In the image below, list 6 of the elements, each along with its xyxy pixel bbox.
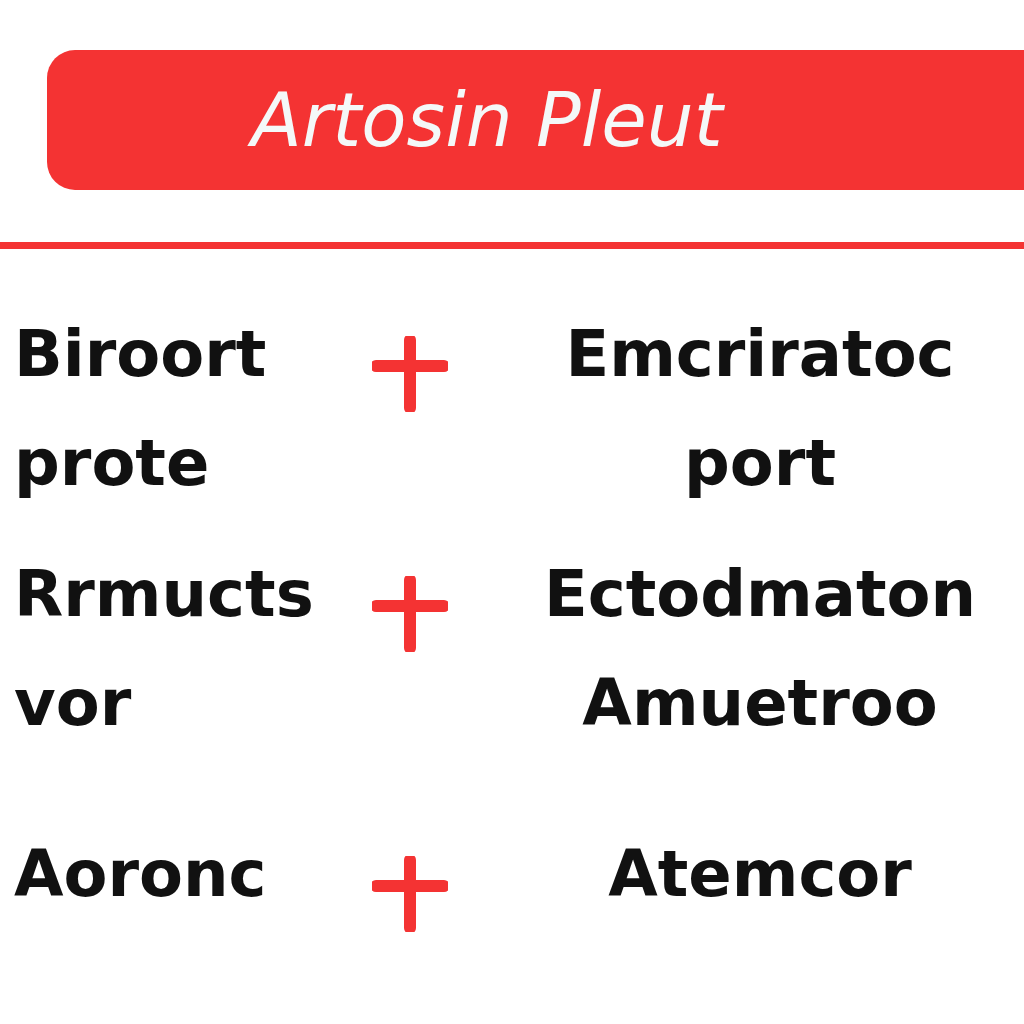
table-text: Rrmucts vor bbox=[14, 556, 315, 742]
table-text: Aoronc bbox=[14, 836, 268, 913]
table-text: Biroort prote bbox=[14, 316, 268, 502]
table-text: Atemcor bbox=[607, 836, 913, 913]
table-text: Ectodmaton Amuetroo bbox=[543, 556, 977, 742]
table-text: Emcriratoc port bbox=[564, 316, 956, 502]
